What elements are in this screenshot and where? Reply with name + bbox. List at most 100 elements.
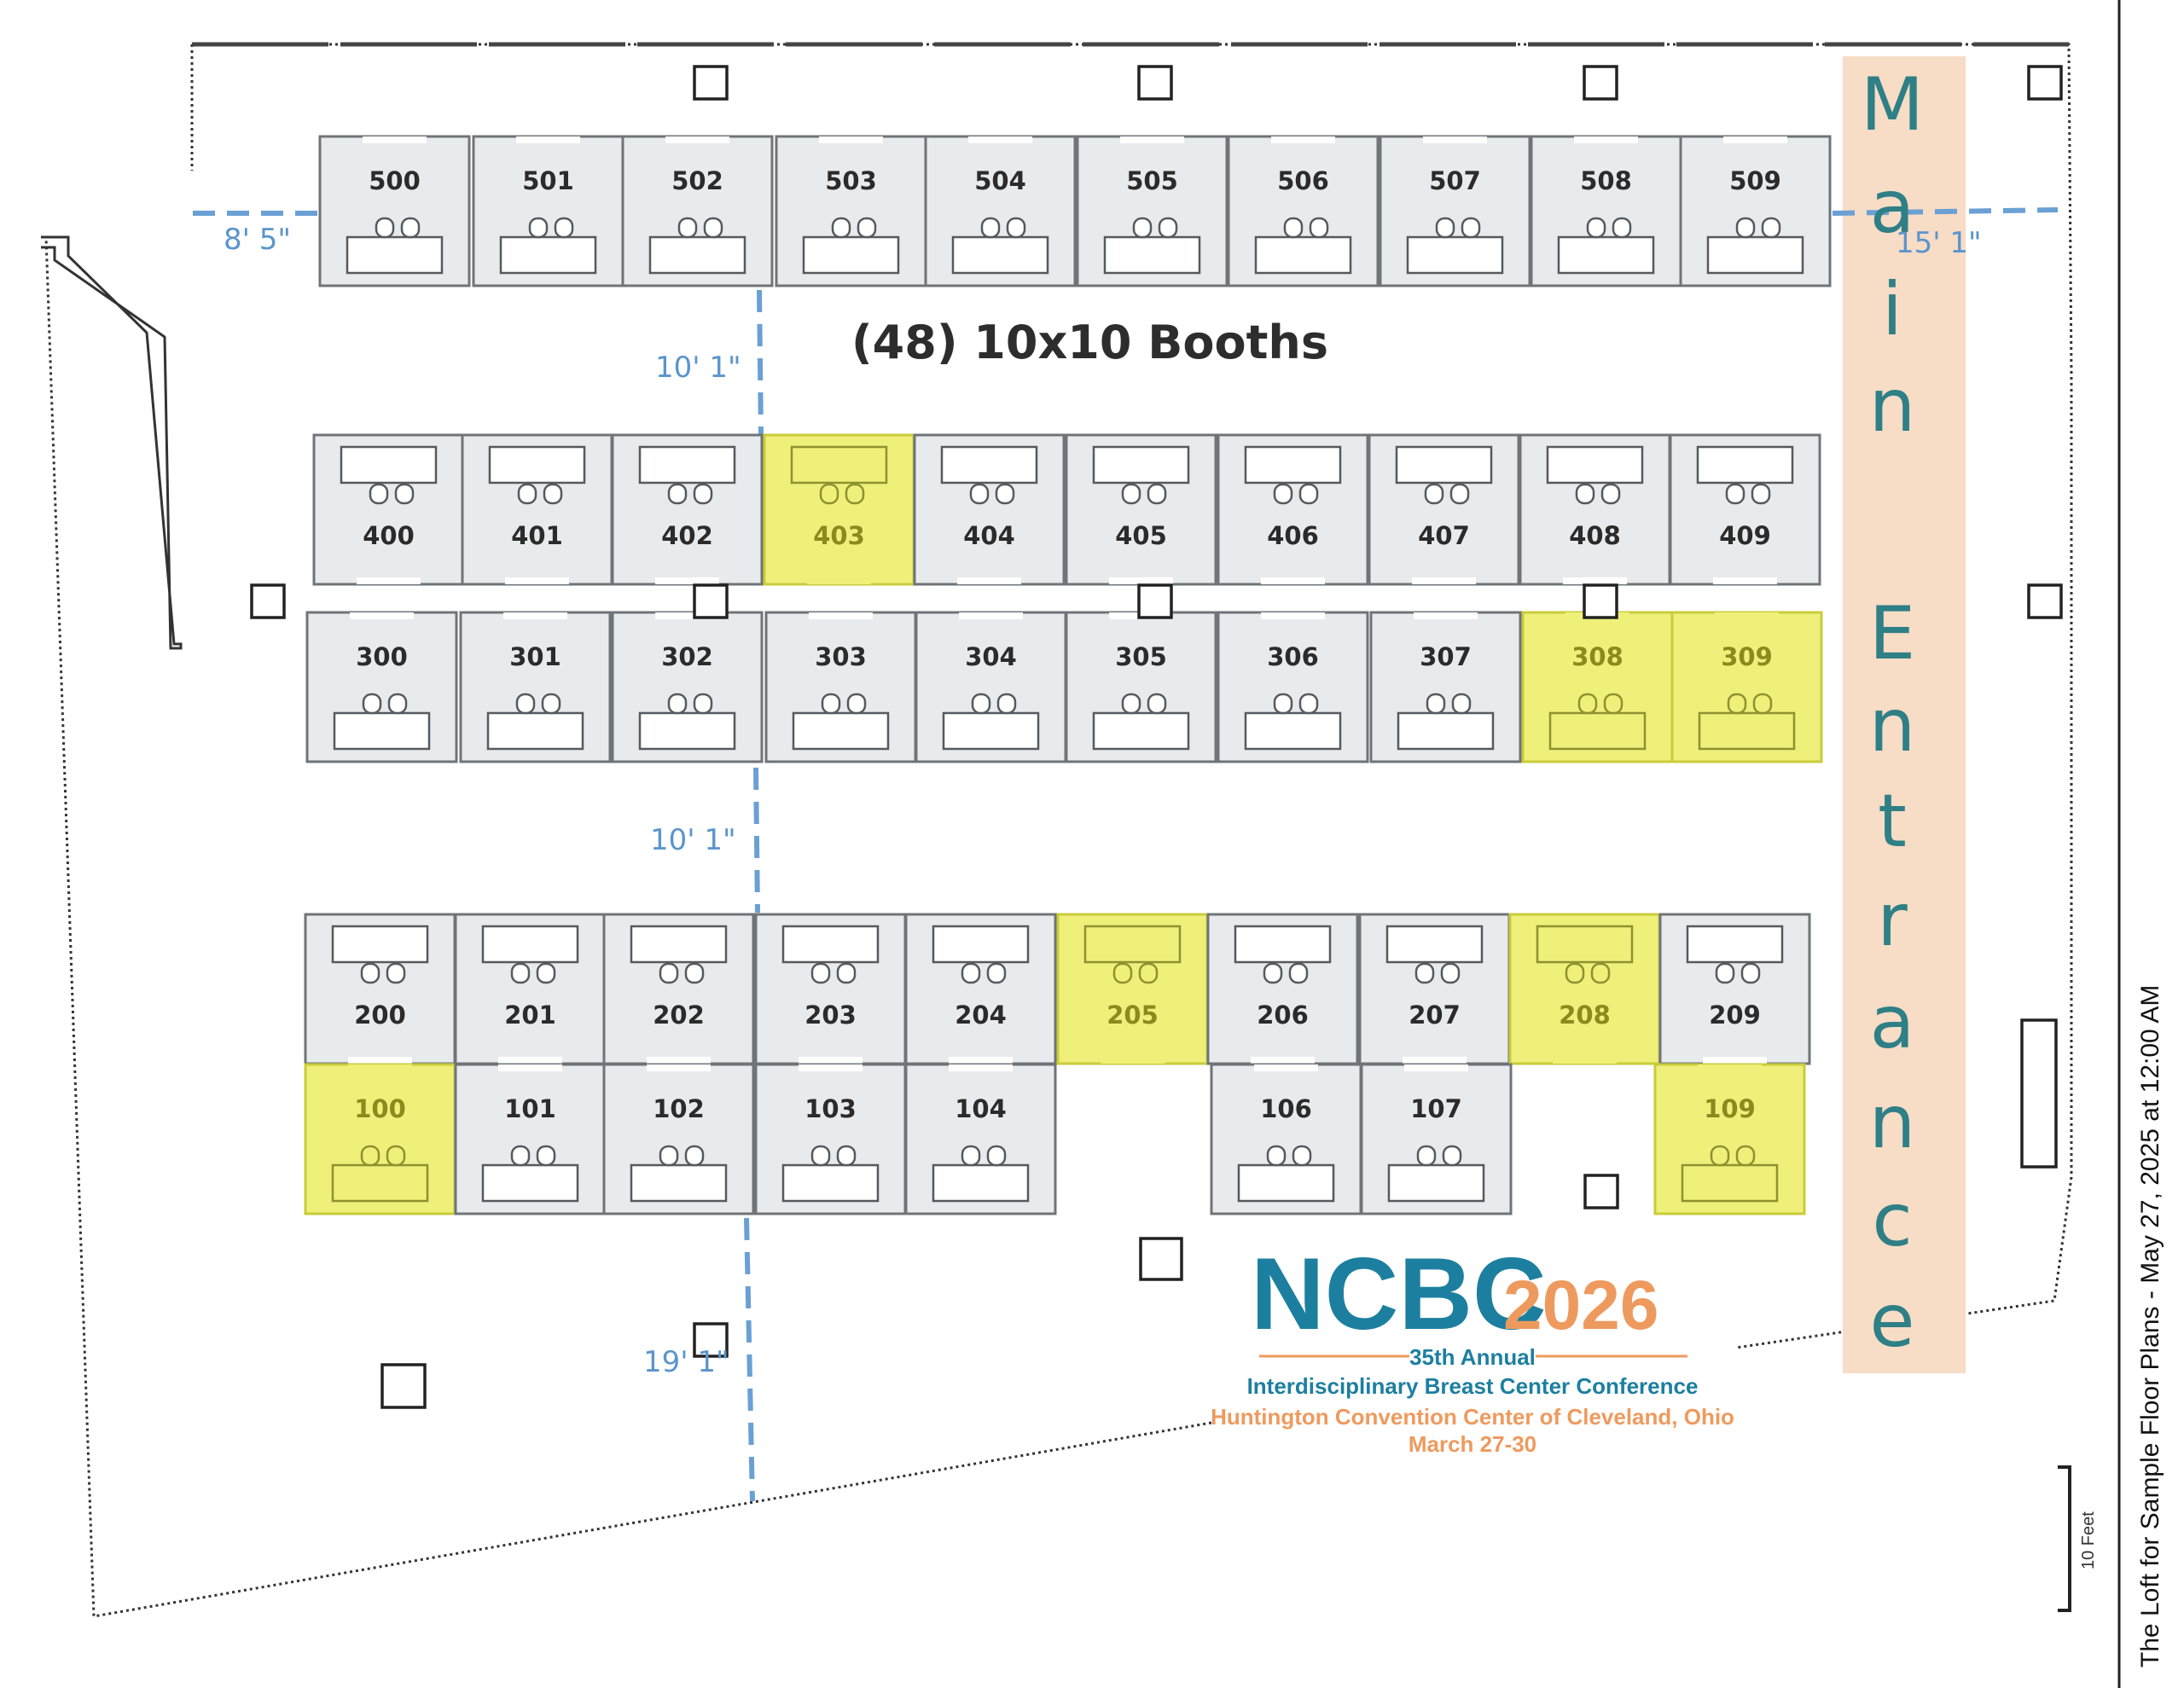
booth-303[interactable]: 303 xyxy=(764,611,917,763)
chair-icon xyxy=(510,962,531,984)
pillar xyxy=(380,1363,427,1409)
booth-301[interactable]: 301 xyxy=(459,611,612,763)
booth-number: 306 xyxy=(1267,642,1319,671)
chair-icon xyxy=(1715,962,1735,984)
scale-bar: 10 Feet xyxy=(2058,1465,2098,1612)
booth-number: 507 xyxy=(1429,166,1481,195)
booth-107[interactable]: 107 xyxy=(1360,1063,1513,1215)
chair-icon xyxy=(1416,1145,1437,1167)
chair-icon xyxy=(1112,962,1133,984)
table-icon xyxy=(802,235,900,275)
chair-icon xyxy=(693,483,713,505)
booth-505[interactable]: 505 xyxy=(1076,135,1228,287)
booth-204[interactable]: 204 xyxy=(904,913,1057,1065)
booth-405[interactable]: 405 xyxy=(1065,433,1217,586)
chair-icon xyxy=(1451,693,1472,715)
table-icon xyxy=(486,711,584,751)
booth-506[interactable]: 506 xyxy=(1227,135,1380,287)
booth-402[interactable]: 402 xyxy=(611,433,764,586)
booth-207[interactable]: 207 xyxy=(1358,913,1511,1065)
chair-icon xyxy=(995,483,1015,505)
booth-103[interactable]: 103 xyxy=(754,1063,907,1215)
booth-309[interactable]: 309 xyxy=(1670,611,1823,763)
chair-icon xyxy=(961,962,981,984)
entrance-letter: i xyxy=(1882,267,1902,352)
booth-205[interactable]: 205 xyxy=(1056,913,1209,1065)
table-icon xyxy=(951,235,1049,275)
chair-icon xyxy=(1121,693,1141,715)
booth-503[interactable]: 503 xyxy=(775,135,927,287)
booth-500[interactable]: 500 xyxy=(318,135,471,287)
entrance-letter: a xyxy=(1870,165,1915,250)
chair-icon xyxy=(1575,483,1595,505)
booth-308[interactable]: 308 xyxy=(1521,611,1674,763)
booth-501[interactable]: 501 xyxy=(472,135,624,287)
booth-508[interactable]: 508 xyxy=(1530,135,1682,287)
booth-206[interactable]: 206 xyxy=(1206,913,1359,1065)
booth-number: 402 xyxy=(661,521,713,550)
chair-icon xyxy=(400,217,421,239)
dimension-label-aisle-middle: 10' 1" xyxy=(650,823,736,857)
booth-507[interactable]: 507 xyxy=(1379,135,1531,287)
booth-406[interactable]: 406 xyxy=(1217,433,1369,586)
booth-307[interactable]: 307 xyxy=(1369,611,1522,763)
booth-300[interactable]: 300 xyxy=(305,611,458,763)
booth-305[interactable]: 305 xyxy=(1065,611,1217,763)
chair-icon xyxy=(1603,693,1623,715)
booth-400[interactable]: 400 xyxy=(312,433,465,586)
booth-104[interactable]: 104 xyxy=(904,1063,1057,1215)
booth-number: 204 xyxy=(955,1001,1007,1030)
main-entrance-label: M a i n E n t r a n c e xyxy=(1861,62,1924,1364)
booth-208[interactable]: 208 xyxy=(1508,913,1661,1065)
table-icon xyxy=(331,1163,429,1203)
table-icon xyxy=(792,711,890,751)
chair-icon xyxy=(510,1145,531,1167)
entrance-letter: a xyxy=(1870,980,1915,1065)
booth-408[interactable]: 408 xyxy=(1519,433,1671,586)
table-icon xyxy=(1385,925,1484,964)
booth-403[interactable]: 403 xyxy=(763,433,915,586)
table-icon xyxy=(1546,445,1644,484)
booth-407[interactable]: 407 xyxy=(1368,433,1520,586)
booth-404[interactable]: 404 xyxy=(913,433,1066,586)
chair-icon xyxy=(667,693,688,715)
chair-icon xyxy=(517,483,537,505)
table-icon xyxy=(1092,445,1190,484)
table-icon xyxy=(481,925,579,964)
booth-302[interactable]: 302 xyxy=(611,611,764,763)
booth-number: 504 xyxy=(974,166,1026,195)
booth-409[interactable]: 409 xyxy=(1669,433,1821,586)
booth-502[interactable]: 502 xyxy=(621,135,774,287)
booth-504[interactable]: 504 xyxy=(924,135,1077,287)
pillar xyxy=(1583,583,1618,619)
booth-202[interactable]: 202 xyxy=(602,913,755,1065)
booth-306[interactable]: 306 xyxy=(1217,611,1369,763)
booth-100[interactable]: 100 xyxy=(304,1063,456,1215)
booth-201[interactable]: 201 xyxy=(454,913,607,1065)
booth-101[interactable]: 101 xyxy=(454,1063,607,1215)
table-icon xyxy=(481,1163,579,1203)
booth-200[interactable]: 200 xyxy=(304,913,456,1065)
booth-109[interactable]: 109 xyxy=(1653,1063,1806,1215)
booth-102[interactable]: 102 xyxy=(602,1063,755,1215)
booth-203[interactable]: 203 xyxy=(754,913,907,1065)
booth-106[interactable]: 106 xyxy=(1210,1063,1362,1215)
table-icon xyxy=(1706,235,1804,275)
booth-401[interactable]: 401 xyxy=(461,433,613,586)
chair-icon xyxy=(659,1145,679,1167)
table-icon xyxy=(942,711,1040,751)
booth-304[interactable]: 304 xyxy=(915,611,1067,763)
chair-icon xyxy=(819,483,839,505)
booth-number: 100 xyxy=(354,1094,406,1123)
table-icon xyxy=(1397,711,1495,751)
booth-number: 305 xyxy=(1115,642,1167,671)
booth-number: 209 xyxy=(1709,1001,1761,1030)
booth-209[interactable]: 209 xyxy=(1658,913,1811,1065)
chair-icon xyxy=(1263,962,1283,984)
chair-icon xyxy=(1752,693,1773,715)
booth-number: 202 xyxy=(653,1001,705,1030)
entrance-letter: n xyxy=(1869,683,1916,769)
entrance-letter: E xyxy=(1869,591,1915,676)
booth-509[interactable]: 509 xyxy=(1679,135,1832,287)
table-icon xyxy=(340,445,438,484)
